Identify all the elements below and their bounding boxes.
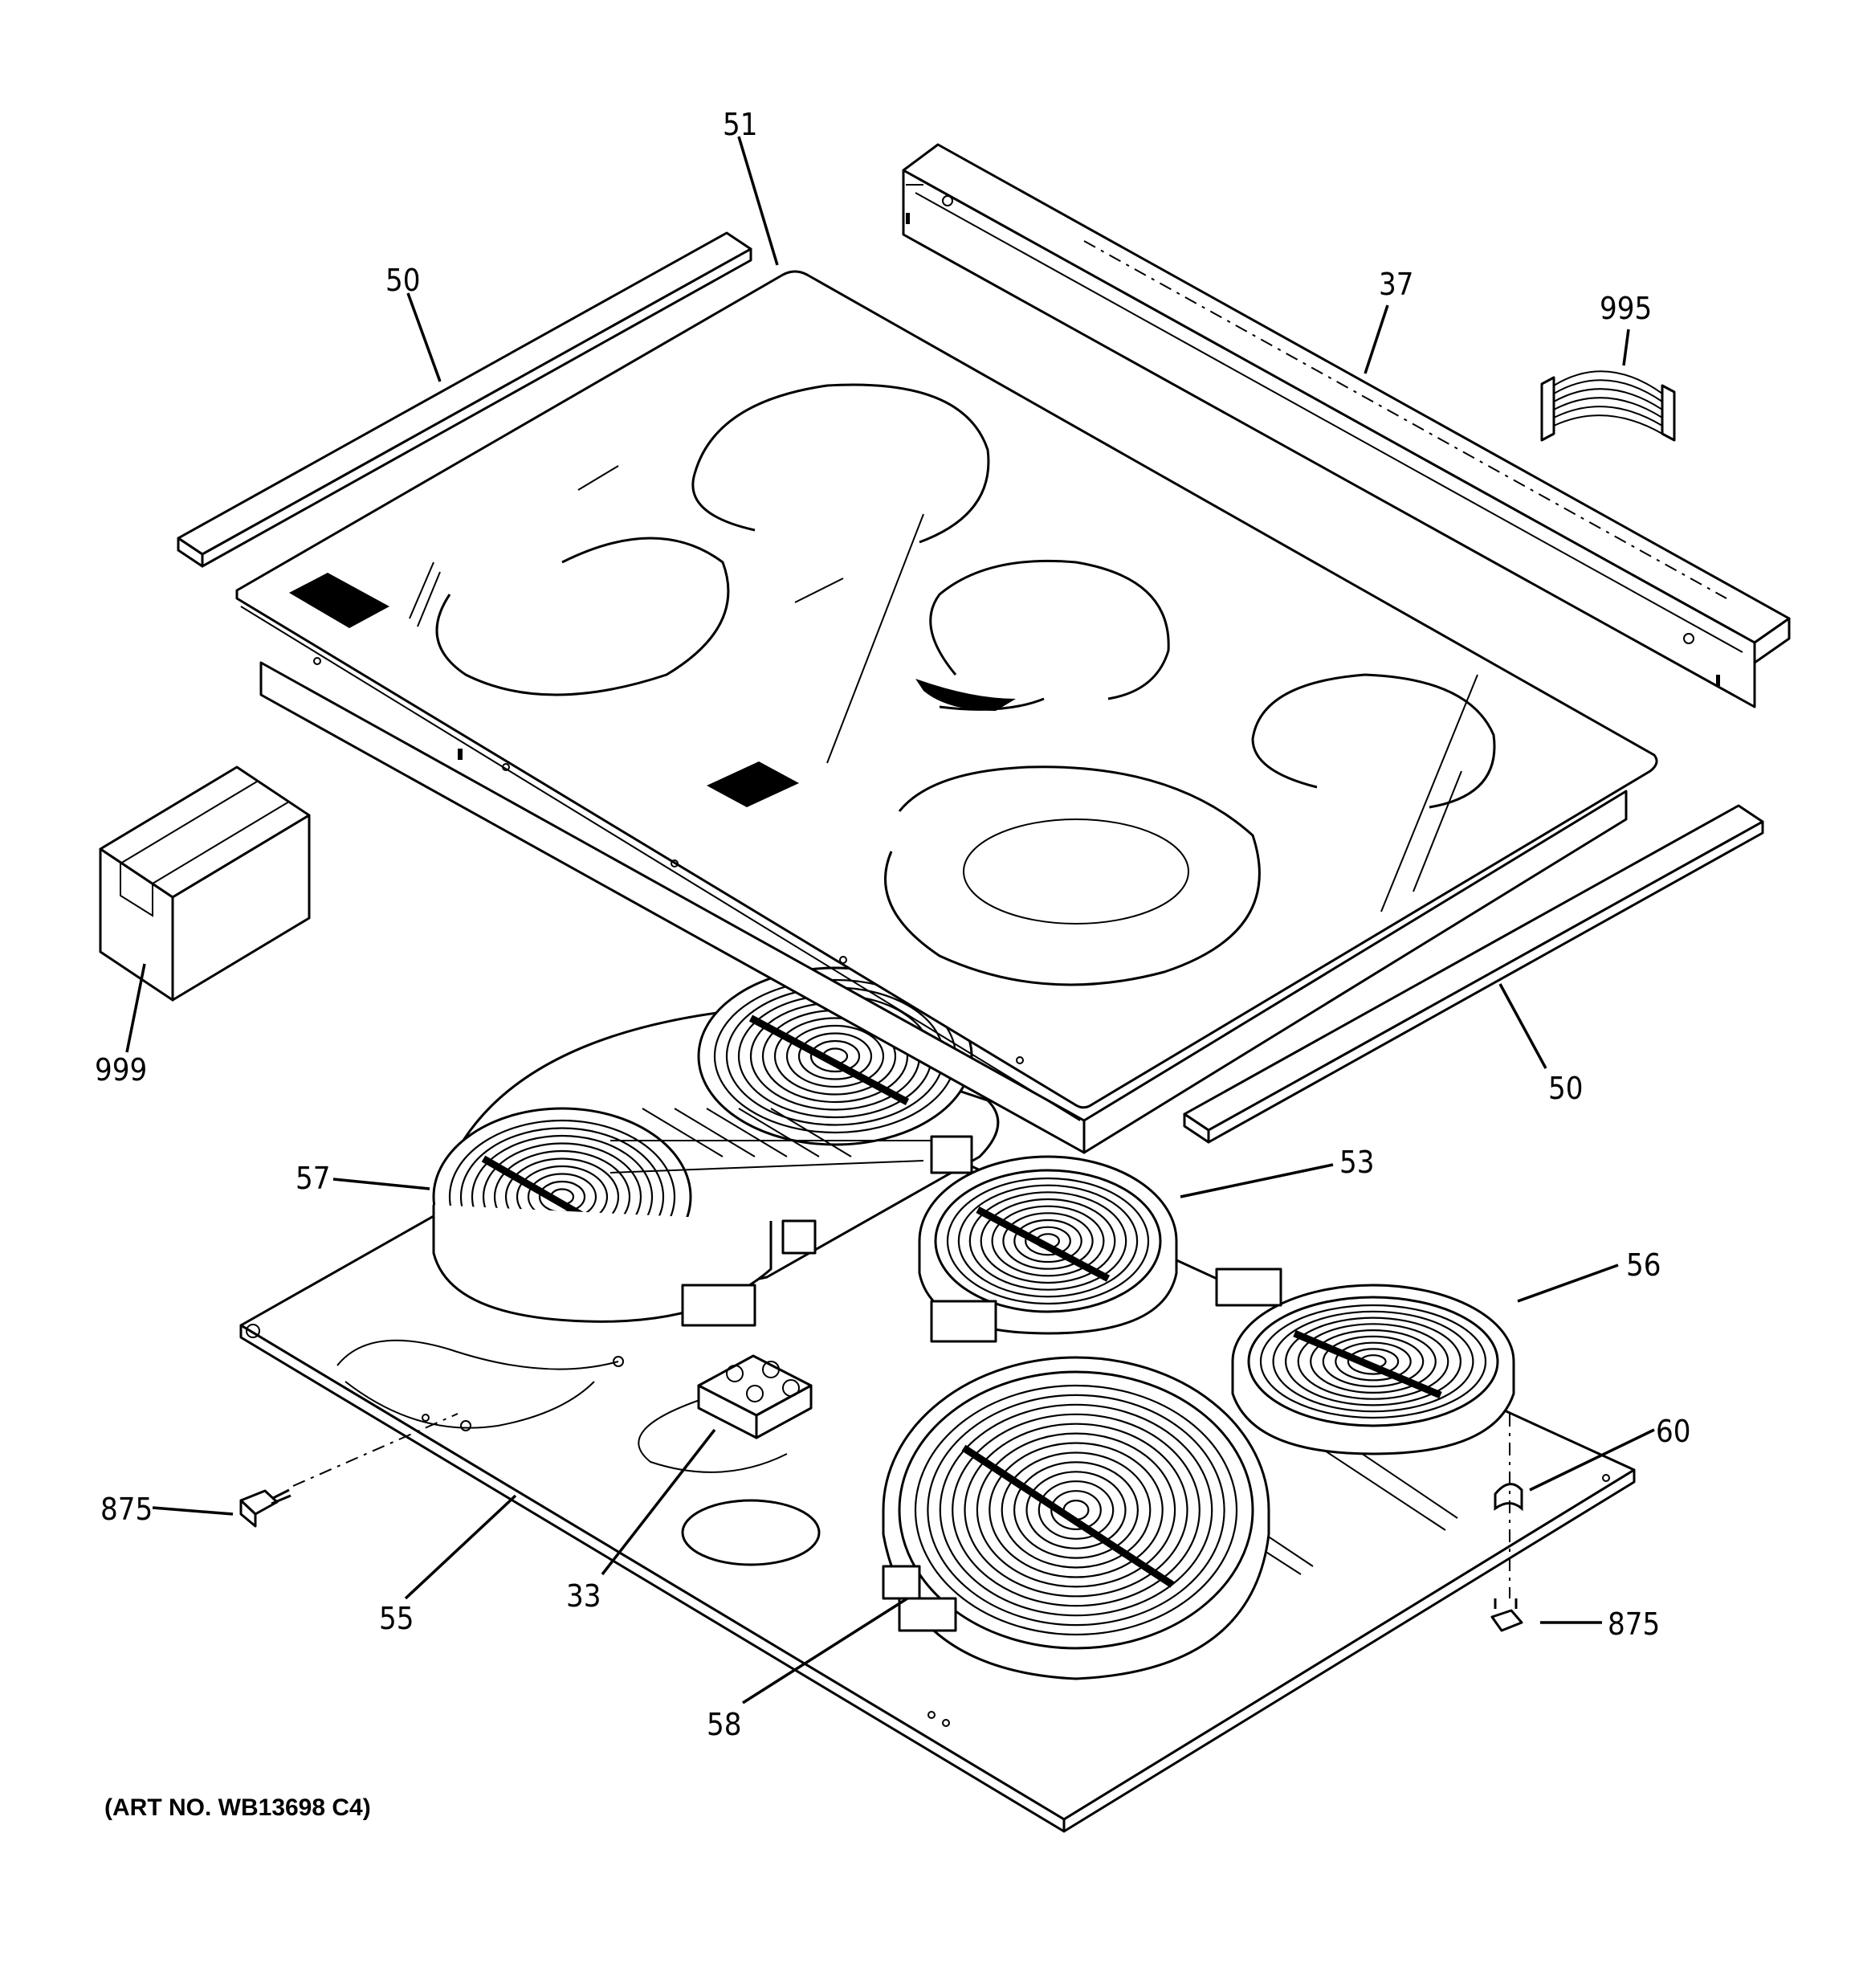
part-51-glass-cooktop bbox=[235, 270, 1658, 1154]
callout-995: 995 bbox=[1600, 291, 1652, 326]
callout-37: 37 bbox=[1379, 267, 1414, 302]
part-50-left-trim-strip bbox=[177, 231, 752, 568]
coil-ring bbox=[1310, 1329, 1437, 1394]
part-50-right-trim-strip bbox=[1183, 804, 1764, 1144]
coil-ring bbox=[1050, 1490, 1102, 1530]
callout-56: 56 bbox=[1626, 1247, 1661, 1283]
part-56-element bbox=[1215, 1268, 1515, 1455]
assembly-line-screw-left bbox=[292, 1413, 459, 1487]
callout-51: 51 bbox=[723, 107, 758, 142]
coil-ring bbox=[964, 1423, 1188, 1598]
coil-ring bbox=[980, 1198, 1116, 1284]
part-875-screw-left bbox=[239, 1488, 291, 1528]
part-999-box bbox=[99, 765, 311, 1002]
callout-57: 57 bbox=[296, 1161, 331, 1196]
coil-ring bbox=[1013, 1461, 1139, 1559]
part-875-screw-right bbox=[1490, 1598, 1523, 1632]
coil-bar bbox=[1293, 1329, 1442, 1399]
leader-lines bbox=[125, 136, 1655, 1704]
coil-bar bbox=[961, 1444, 1175, 1588]
callout-53: 53 bbox=[1339, 1145, 1375, 1180]
coil-ring bbox=[1284, 1316, 1461, 1406]
coil-ring bbox=[991, 1205, 1105, 1277]
coil-ring bbox=[1297, 1323, 1449, 1400]
part-58-element bbox=[882, 1356, 1270, 1680]
coil-ring bbox=[1259, 1304, 1487, 1419]
callout-999: 999 bbox=[95, 1052, 147, 1088]
coil-ring bbox=[1025, 1226, 1071, 1256]
coil-ring bbox=[914, 1384, 1238, 1636]
coil-ring bbox=[1025, 1471, 1127, 1549]
coil-ring bbox=[1013, 1219, 1082, 1263]
coil-ring bbox=[952, 1413, 1201, 1607]
part-60-clip bbox=[1494, 1483, 1523, 1512]
coil-bar bbox=[976, 1206, 1111, 1282]
coil-ring bbox=[773, 1017, 897, 1096]
coil-ring bbox=[797, 1032, 873, 1080]
coil-ring bbox=[1001, 1451, 1152, 1569]
coil-ring bbox=[939, 1403, 1213, 1617]
coil-ring bbox=[1272, 1310, 1474, 1413]
art-number: (ART NO. WB13698 C4) bbox=[104, 1794, 371, 1821]
coil-ring bbox=[1335, 1341, 1412, 1382]
callout-60: 60 bbox=[1656, 1414, 1691, 1449]
coil-ring bbox=[976, 1432, 1176, 1588]
coil-ring bbox=[946, 1177, 1150, 1305]
part-37-rear-channel bbox=[902, 143, 1791, 708]
coil-ring bbox=[1037, 1480, 1115, 1540]
part-995-wire-harness bbox=[1540, 370, 1676, 442]
callout-50: 50 bbox=[385, 263, 421, 298]
part-57-bridge-element bbox=[432, 966, 1000, 1327]
coil53-coil bbox=[946, 1177, 1150, 1305]
coil-ring bbox=[1347, 1348, 1400, 1375]
callout-55: 55 bbox=[379, 1601, 414, 1636]
callout-labels: 51 50 37 995 999 50 57 53 56 60 875 875 … bbox=[95, 107, 1691, 1821]
coil-ring bbox=[1002, 1212, 1094, 1270]
coil-ring bbox=[785, 1024, 885, 1088]
callout-33: 33 bbox=[566, 1578, 601, 1614]
coil-ring bbox=[809, 1039, 861, 1073]
callout-58: 58 bbox=[707, 1707, 742, 1742]
coil-bar bbox=[748, 1014, 910, 1105]
callout-50: 50 bbox=[1548, 1071, 1584, 1106]
part-33-terminal-block bbox=[697, 1354, 813, 1439]
callout-875: 875 bbox=[100, 1492, 153, 1527]
coil58-coil bbox=[914, 1384, 1238, 1636]
coil-ring bbox=[989, 1442, 1164, 1578]
coil-ring bbox=[957, 1184, 1139, 1298]
coil57b-coil bbox=[713, 978, 957, 1134]
coil-ring bbox=[1322, 1335, 1425, 1388]
coil-ring bbox=[927, 1394, 1225, 1627]
part-53-element bbox=[918, 1155, 1178, 1343]
coil-ring bbox=[968, 1191, 1127, 1291]
wiring-harness bbox=[336, 1339, 788, 1473]
coil56-coil bbox=[1259, 1304, 1487, 1419]
callout-875: 875 bbox=[1608, 1606, 1660, 1642]
